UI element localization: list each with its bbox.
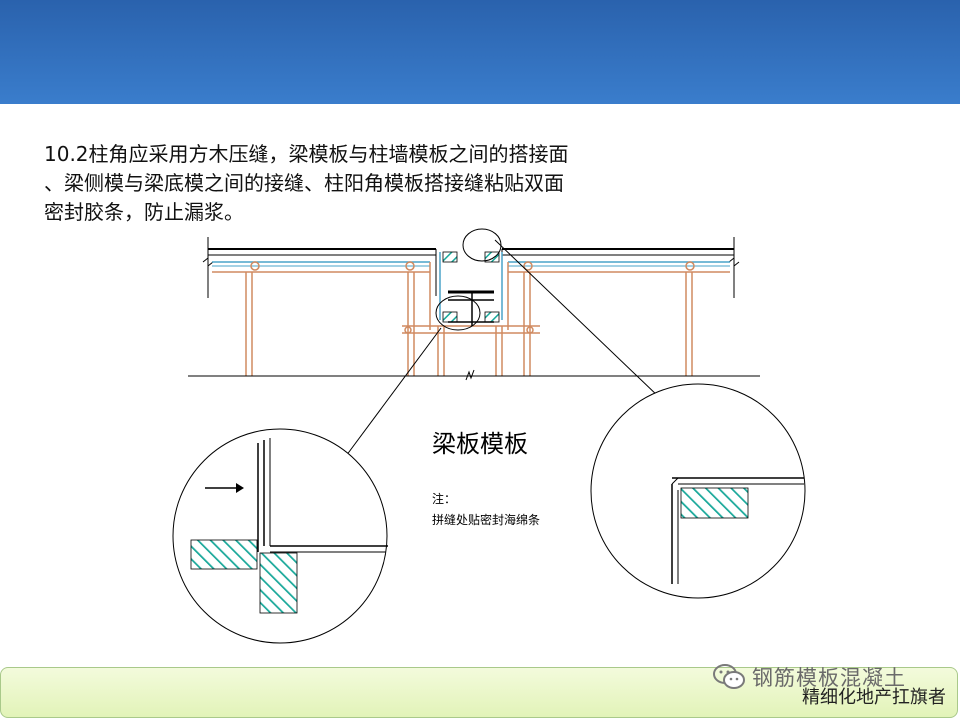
body-line-3: 密封胶条，防止漏浆。	[44, 200, 244, 224]
detail-circle-right	[590, 383, 806, 599]
watermark-text: 钢筋模板混凝土	[752, 666, 906, 690]
footer-band	[0, 667, 958, 718]
beam-formwork	[439, 251, 503, 326]
watermark: 钢筋模板混凝土	[712, 660, 906, 694]
body-line-1: 10.2柱角应采用方木压缝，梁模板与柱墙模板之间的搭接面	[44, 142, 569, 166]
drawing-title: 梁板模板	[432, 430, 528, 458]
wechat-icon	[713, 664, 745, 689]
slab-formwork	[212, 261, 730, 267]
header-band	[0, 0, 960, 104]
detail-circle-left	[172, 428, 388, 644]
shoring-frame	[212, 261, 730, 376]
footer-tagline: 精细化地产扛旗者	[802, 687, 946, 708]
ground-line	[188, 369, 760, 381]
slab	[202, 237, 740, 298]
note-label: 注：	[432, 491, 456, 506]
body-line-2: 、梁侧模与梁底模之间的接缝、柱阳角模板搭接缝粘贴双面	[44, 171, 564, 195]
note-text: 拼缝处贴密封海绵条	[432, 512, 540, 527]
callout-leaders	[345, 228, 661, 457]
body-paragraph: 10.2柱角应采用方木压缝，梁模板与柱墙模板之间的搭接面 、梁侧模与梁底模之间的…	[44, 140, 684, 227]
